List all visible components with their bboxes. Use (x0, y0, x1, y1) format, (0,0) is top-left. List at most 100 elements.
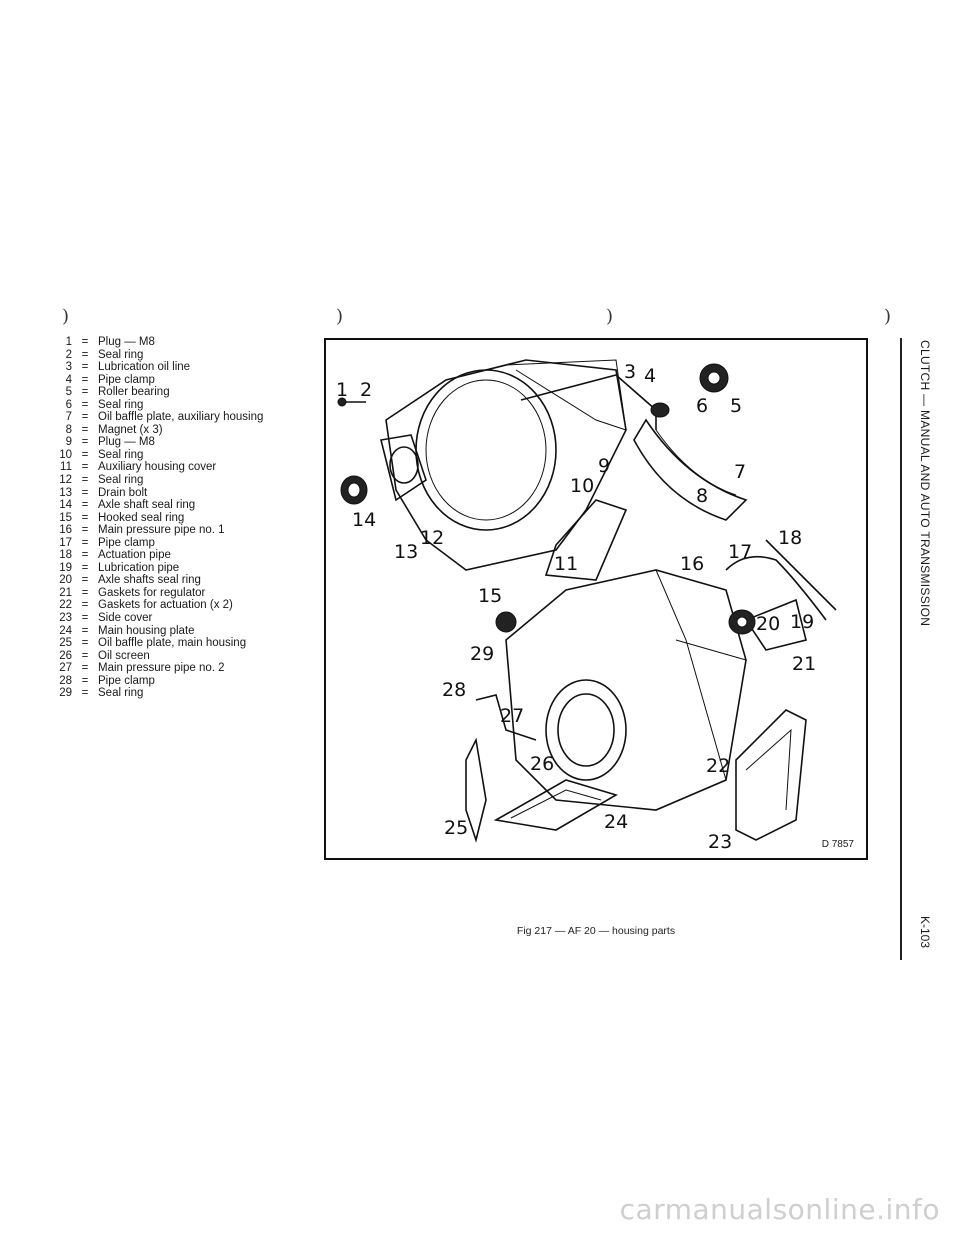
legend-separator: = (81, 674, 89, 687)
legend-item: 8=Magnet (x 3) (52, 424, 312, 437)
legend-number: 14 (59, 499, 72, 512)
legend-text: Seal ring (98, 348, 144, 361)
legend-separator: = (81, 511, 89, 524)
callout-4: 4 (644, 365, 656, 387)
legend-item: 21 = Gaskets for regulator (52, 587, 312, 600)
callout-5: 5 (730, 395, 742, 417)
legend-text: Oil screen (98, 649, 150, 662)
legend-separator: = (81, 649, 89, 662)
figure-code: D 7857 (821, 839, 854, 850)
callout-21: 21 (792, 653, 816, 675)
legend-text: Pipe clamp (98, 536, 155, 549)
legend-separator: = (81, 361, 89, 374)
callout-28: 28 (442, 679, 466, 701)
figure-caption: Fig 217 — AF 20 — housing parts (516, 925, 676, 937)
legend-separator: = (81, 423, 89, 436)
callout-15: 15 (478, 585, 502, 607)
callout-10: 10 (570, 475, 594, 497)
legend-text: Roller bearing (98, 386, 170, 399)
callout-11: 11 (554, 553, 578, 575)
legend-number: 12 (59, 474, 72, 487)
legend-separator: = (81, 586, 89, 599)
callout-7: 7 (734, 461, 746, 483)
legend-item: 13=Drain bolt (52, 487, 312, 500)
legend-separator: = (81, 336, 89, 348)
legend-number: 1 (65, 336, 72, 348)
legend-separator: = (81, 524, 89, 537)
legend-separator: = (81, 348, 89, 361)
legend-item: 26 = Oil screen (52, 650, 312, 663)
margin-mark: ) (884, 306, 892, 327)
legend-item: 6=Seal ring (52, 399, 312, 412)
exploded-diagram: 1 2 3 4 5 6 7 8 9 10 11 12 13 14 15 16 1… (324, 338, 868, 860)
legend-separator: = (81, 398, 89, 411)
legend-text: Pipe clamp (98, 674, 155, 687)
margin-mark: ) (606, 306, 614, 327)
legend-text: Oil baffle plate, auxiliary housing (98, 411, 264, 424)
legend-number: 28 (59, 674, 72, 687)
legend-item: 16=Main pressure pipe no. 1 (52, 524, 312, 537)
legend-number: 26 (59, 649, 72, 662)
legend-item: 28 = Pipe clamp (52, 675, 312, 688)
legend-text: Lubrication oil line (98, 361, 191, 374)
callout-8: 8 (696, 485, 708, 507)
legend-text: Seal ring (98, 398, 144, 411)
legend-separator: = (81, 574, 89, 587)
legend-number: 19 (59, 561, 72, 574)
legend-separator: = (81, 436, 89, 449)
legend-number: 13 (59, 486, 72, 499)
legend-separator: = (81, 687, 89, 700)
legend-text: Axle shaft seal ring (98, 499, 196, 512)
legend-item: 25=Oil baffle plate, main housing (52, 637, 312, 650)
legend-text: Hooked seal ring (98, 511, 185, 524)
legend-separator: = (81, 474, 89, 487)
legend-separator: = (81, 599, 89, 612)
legend-item: 23=Side cover (52, 612, 312, 625)
legend-number: 27 (59, 662, 72, 675)
legend-separator: = (81, 499, 89, 512)
legend-number: 5 (65, 386, 72, 399)
legend-separator: = (81, 549, 89, 562)
callout-14: 14 (352, 509, 376, 531)
legend-item: 4 = Pipe clamp (52, 374, 312, 387)
legend-separator: = (81, 411, 89, 424)
legend-text: Axle shafts seal ring (98, 574, 201, 587)
legend-separator: = (81, 612, 89, 625)
legend-text: Pipe clamp (98, 373, 155, 386)
legend-text: Plug — M8 (98, 336, 155, 348)
legend-item: 20=Axle shafts seal ring (52, 574, 312, 587)
legend-text: Gaskets for regulator (98, 586, 206, 599)
legend-number: 15 (59, 511, 72, 524)
legend-number: 3 (65, 361, 72, 374)
callout-27: 27 (500, 705, 524, 727)
legend-item: 18=Actuation pipe (52, 549, 312, 562)
callout-25: 25 (444, 817, 468, 839)
callout-26: 26 (530, 753, 554, 775)
legend-number: 11 (60, 461, 72, 474)
legend-item: 29=Seal ring (52, 687, 312, 700)
legend-item: 15 = Hooked seal ring (52, 512, 312, 525)
legend-number: 9 (65, 436, 72, 449)
legend-text: Lubrication pipe (98, 561, 180, 574)
legend-item: 19=Lubrication pipe (52, 562, 312, 575)
legend-separator: = (81, 386, 89, 399)
legend-text: Plug — M8 (98, 436, 155, 449)
legend-separator: = (81, 373, 89, 386)
callout-12: 12 (420, 527, 444, 549)
legend-number: 21 (59, 586, 72, 599)
legend-number: 10 (59, 448, 72, 461)
legend-item: 7=Oil baffle plate, auxiliary housing (52, 411, 312, 424)
legend-item: 3 = Lubrication oil line (52, 361, 312, 374)
legend-number: 4 (65, 373, 72, 386)
callout-22: 22 (706, 755, 730, 777)
legend-number: 8 (65, 423, 72, 436)
callout-24: 24 (604, 811, 628, 833)
legend-item: 27=Main pressure pipe no. 2 (52, 662, 312, 675)
legend-separator: = (81, 637, 89, 650)
callout-20: 20 (756, 613, 780, 635)
callout-13: 13 (394, 541, 418, 563)
legend-separator: = (81, 486, 89, 499)
legend-number: 24 (59, 624, 72, 637)
legend-item: 11=Auxiliary housing cover (52, 461, 312, 474)
